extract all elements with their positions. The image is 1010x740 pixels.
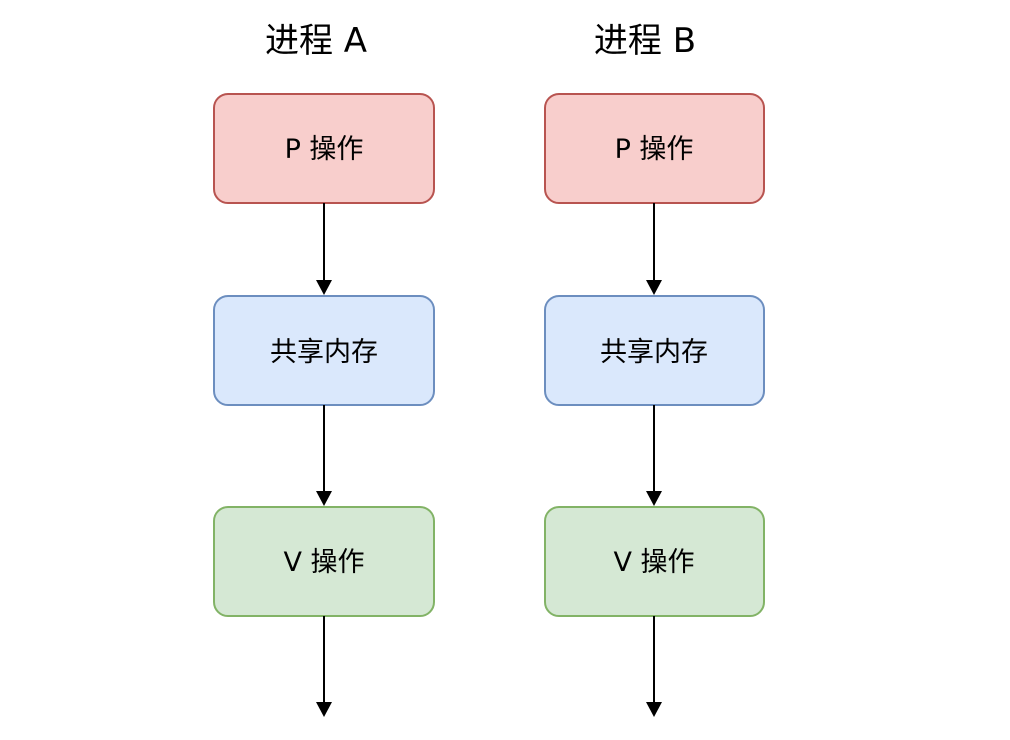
process-b-title: 进程 B [594, 21, 696, 61]
process-b-arrow-p-to-mem [646, 280, 662, 295]
process-b-arrow-v-out [646, 702, 662, 717]
process-a-arrow-p-to-mem [316, 280, 332, 295]
process-a-shared-memory-label: 共享内存 [270, 337, 378, 368]
process-b-p-op-label: P 操作 [615, 134, 694, 165]
process-b-column: 进程 B P 操作 共享内存 V 操作 [544, 21, 765, 717]
process-a-arrow-mem-to-v [316, 491, 332, 506]
process-b-arrow-mem-to-v [646, 491, 662, 506]
process-a-p-op-label: P 操作 [285, 134, 364, 165]
process-a-title: 进程 A [265, 21, 367, 61]
process-b-shared-memory-label: 共享内存 [600, 337, 708, 368]
process-a-column: 进程 A P 操作 共享内存 V 操作 [213, 21, 435, 717]
process-b-v-op-label: V 操作 [613, 547, 694, 578]
process-a-v-op-label: V 操作 [283, 547, 364, 578]
process-a-arrow-v-out [316, 702, 332, 717]
